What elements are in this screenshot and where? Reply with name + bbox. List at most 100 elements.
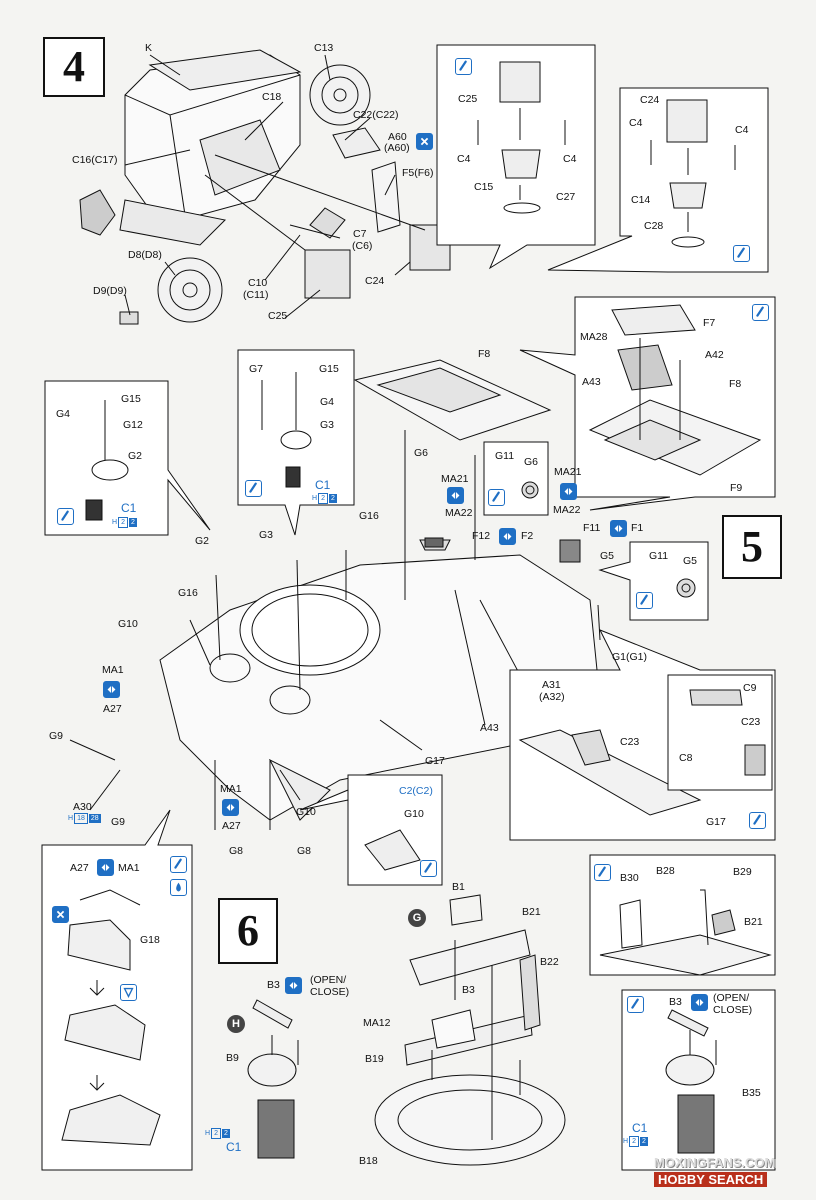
part-label: C24 [640,94,660,106]
part-label: B30 [620,872,639,884]
part-label: C7 [353,228,367,240]
part-label: C18 [262,91,282,103]
part-label: F1 [631,522,644,534]
part-label: G16 [178,587,198,599]
cut-icon [416,133,433,150]
part-label: C9 [743,682,757,694]
part-label: G18 [140,934,160,946]
part-label: B21 [522,906,541,918]
part-label: D8(D8) [128,249,162,261]
part-label: A27 [103,703,122,715]
part-label: C23 [741,716,761,728]
part-label: C25 [458,93,478,105]
part-label: G5 [600,550,615,562]
part-label: B35 [742,1087,761,1099]
part-label: CLOSE) [310,986,350,998]
part-label: C1 [121,501,137,515]
glue-icon [636,592,653,609]
watermark-top: MOXINGFANS.COM [654,1155,776,1170]
flip-icon [560,483,577,500]
part-label: D9(D9) [93,285,127,297]
part-label: A27 [222,820,241,832]
part-label: F9 [730,482,743,494]
part-label: G2 [128,450,143,462]
part-label: G17 [425,755,445,767]
subassembly-h-marker: H [227,1015,245,1033]
glue-icon [752,304,769,321]
glue-icon [420,860,437,877]
paint-icon [170,879,187,896]
glue-icon [455,58,472,75]
flip-icon [97,859,114,876]
part-label: G11 [649,550,669,562]
part-label: G15 [319,363,339,375]
part-label: G8 [229,845,244,857]
part-label: C28 [644,220,664,232]
flip-icon [499,528,516,545]
part-label: G7 [249,363,264,375]
part-label: MA22 [553,504,581,516]
part-label: (A60) [384,142,410,154]
part-label: B9 [226,1052,239,1064]
part-label: MA12 [363,1017,391,1029]
part-label: MA1 [118,862,140,874]
part-label: A43 [480,722,499,734]
part-label: B3 [669,996,682,1008]
part-label: C15 [474,181,494,193]
part-label: B29 [733,866,752,878]
part-label: B21 [744,916,763,928]
part-label: A60 [388,131,407,143]
part-label: G6 [414,447,429,459]
part-label: G12 [123,419,143,431]
flip-icon [447,487,464,504]
part-label: G11 [495,450,515,462]
part-label: C4 [629,117,643,129]
part-label: F12 [472,530,491,542]
part-label: C16(C17) [72,154,118,166]
part-label: F11 [583,522,601,534]
part-label: F2 [521,530,534,542]
part-label: G4 [320,396,335,408]
step-6-number: 6 [218,898,278,964]
part-label: C14 [631,194,651,206]
cut-icon [52,906,69,923]
part-label: (OPEN/ [713,992,750,1004]
part-label: B3 [267,979,280,991]
part-label: MA1 [102,664,124,676]
part-label: C1 [632,1121,648,1135]
part-label: C22(C22) [353,109,399,121]
glue-icon [627,996,644,1013]
glue-icon [749,812,766,829]
glue-icon [57,508,74,525]
part-label: C4 [457,153,471,165]
part-label: C27 [556,191,576,203]
flip-icon [285,977,302,994]
part-label: (OPEN/ [310,974,347,986]
part-label: CLOSE) [713,1004,753,1016]
part-label: MA28 [580,331,608,343]
part-label: MA21 [441,473,469,485]
part-label: C4 [563,153,577,165]
glue-icon [245,480,262,497]
step-4-number: 4 [43,37,105,97]
part-label: C25 [268,310,288,322]
part-label: B1 [452,881,465,893]
part-label: MA21 [554,466,582,478]
part-label: G10 [404,808,424,820]
part-label: A30 [73,801,92,813]
part-label: F5(F6) [402,167,434,179]
part-label: G3 [320,419,335,431]
part-label: C8 [679,752,693,764]
subassembly-g-marker: G [408,909,426,927]
part-label: A27 [70,862,89,874]
part-label: C2(C2) [399,785,433,797]
part-label: MA1 [220,783,242,795]
flip-icon [222,799,239,816]
flip-icon [691,994,708,1011]
part-label: MA22 [445,507,473,519]
part-label: G1(G1) [612,651,648,663]
